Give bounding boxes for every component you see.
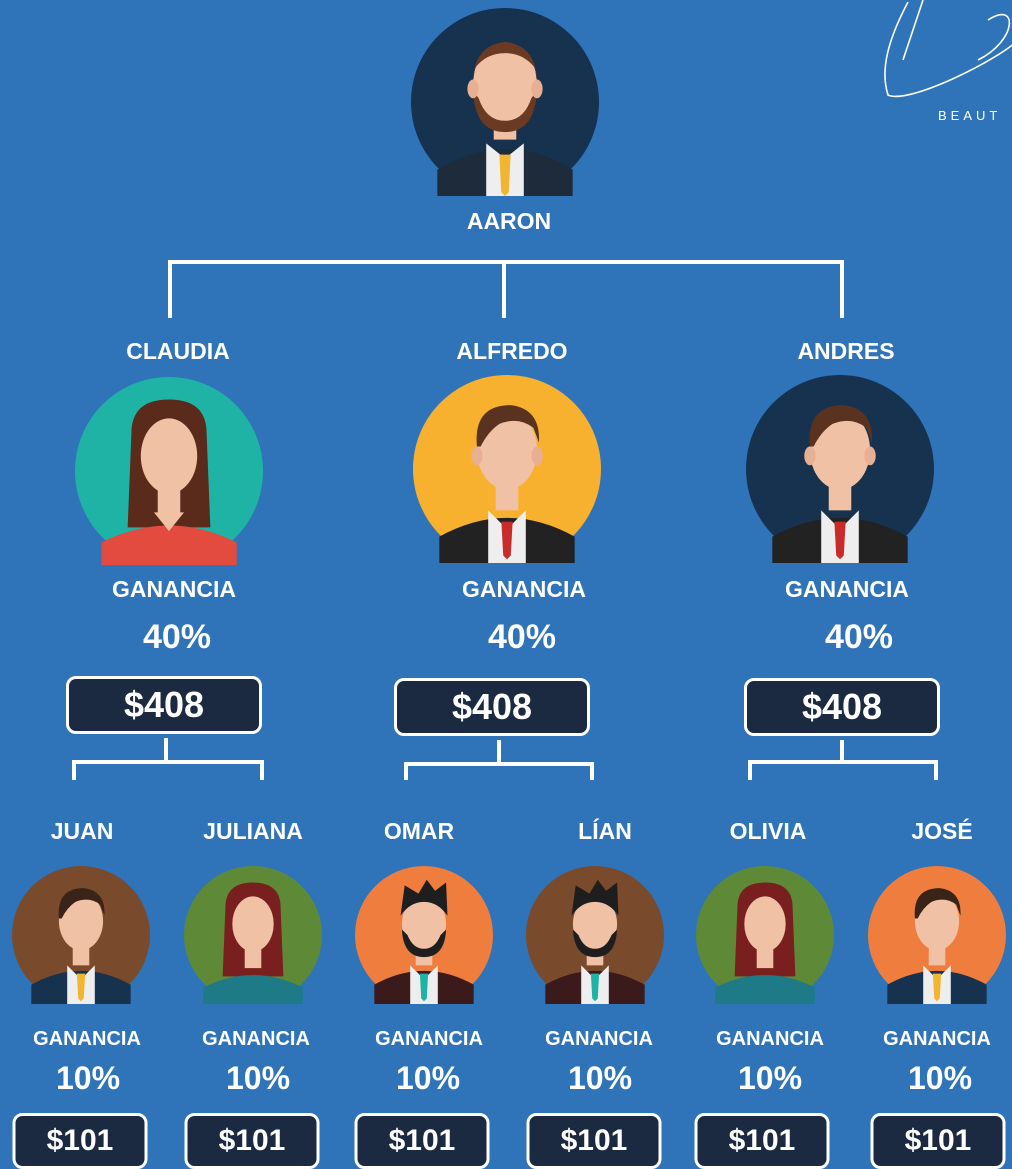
avatar-olivia bbox=[696, 866, 834, 1004]
level2-gain-label-lian: GANANCIA bbox=[545, 1028, 653, 1050]
level2-amount-juliana: $101 bbox=[184, 1113, 320, 1169]
avatar-juliana bbox=[184, 866, 322, 1004]
level1-amount-claudia: $408 bbox=[66, 676, 262, 734]
man-avatar-icon bbox=[12, 866, 150, 1004]
avatar-juan bbox=[12, 866, 150, 1004]
avatar-jose bbox=[868, 866, 1006, 1004]
level2-gain-label-juliana: GANANCIA bbox=[202, 1028, 310, 1050]
level2-amount-olivia: $101 bbox=[694, 1113, 830, 1169]
brand-logo-text: BEAUT bbox=[938, 108, 1001, 120]
level2-name-juan: JUAN bbox=[50, 818, 114, 844]
level2-percent-olivia: 10% bbox=[737, 1060, 803, 1096]
level1-percent-alfredo: 40% bbox=[487, 618, 557, 656]
level1-gain-label-claudia: GANANCIA bbox=[112, 576, 236, 602]
level2-gain-label-juan: GANANCIA bbox=[33, 1028, 141, 1050]
level1-amount-andres: $408 bbox=[744, 678, 940, 736]
avatar-andres bbox=[746, 375, 934, 563]
level1-amount-alfredo: $408 bbox=[394, 678, 590, 736]
avatar-claudia bbox=[75, 377, 263, 565]
level2-percent-lian: 10% bbox=[567, 1060, 633, 1096]
level2-name-jose: JOSÉ bbox=[911, 818, 973, 844]
level1-percent-claudia: 40% bbox=[142, 618, 212, 656]
level1-gain-label-alfredo: GANANCIA bbox=[462, 576, 586, 602]
avatar-omar bbox=[355, 866, 493, 1004]
level2-name-omar: OMAR bbox=[383, 818, 455, 844]
level2-gain-label-olivia: GANANCIA bbox=[716, 1028, 824, 1050]
brand-logo: BEAUT bbox=[878, 0, 1012, 123]
level1-percent-andres: 40% bbox=[824, 618, 894, 656]
man-avatar-icon bbox=[413, 375, 601, 563]
level1-name-claudia: CLAUDIA bbox=[126, 338, 230, 364]
avatar-lian bbox=[526, 866, 664, 1004]
woman-avatar-icon bbox=[184, 866, 322, 1004]
level2-percent-jose: 10% bbox=[907, 1060, 973, 1096]
level2-percent-juan: 10% bbox=[55, 1060, 121, 1096]
level1-name-andres: ANDRES bbox=[797, 338, 895, 364]
bearded-man-avatar-icon bbox=[411, 8, 599, 196]
level2-amount-omar: $101 bbox=[354, 1113, 490, 1169]
level2-name-olivia: OLIVIA bbox=[729, 818, 807, 844]
level2-gain-label-jose: GANANCIA bbox=[883, 1028, 991, 1050]
root-name: AARON bbox=[466, 208, 552, 234]
level1-gain-label-andres: GANANCIA bbox=[785, 576, 909, 602]
bearded-man-avatar-icon bbox=[526, 866, 664, 1004]
avatar-aaron bbox=[411, 8, 599, 196]
level2-percent-omar: 10% bbox=[395, 1060, 461, 1096]
level2-amount-jose: $101 bbox=[870, 1113, 1006, 1169]
bearded-man-avatar-icon bbox=[355, 866, 493, 1004]
level2-amount-juan: $101 bbox=[12, 1113, 148, 1169]
avatar-alfredo bbox=[413, 375, 601, 563]
man-avatar-icon bbox=[746, 375, 934, 563]
level2-percent-juliana: 10% bbox=[225, 1060, 291, 1096]
level2-name-lian: LÍAN bbox=[578, 818, 632, 844]
man-avatar-icon bbox=[868, 866, 1006, 1004]
level2-amount-lian: $101 bbox=[526, 1113, 662, 1169]
woman-avatar-icon bbox=[75, 377, 263, 565]
level1-name-alfredo: ALFREDO bbox=[456, 338, 568, 364]
level2-gain-label-omar: GANANCIA bbox=[375, 1028, 483, 1050]
woman-avatar-icon bbox=[696, 866, 834, 1004]
level2-name-juliana: JULIANA bbox=[203, 818, 303, 844]
